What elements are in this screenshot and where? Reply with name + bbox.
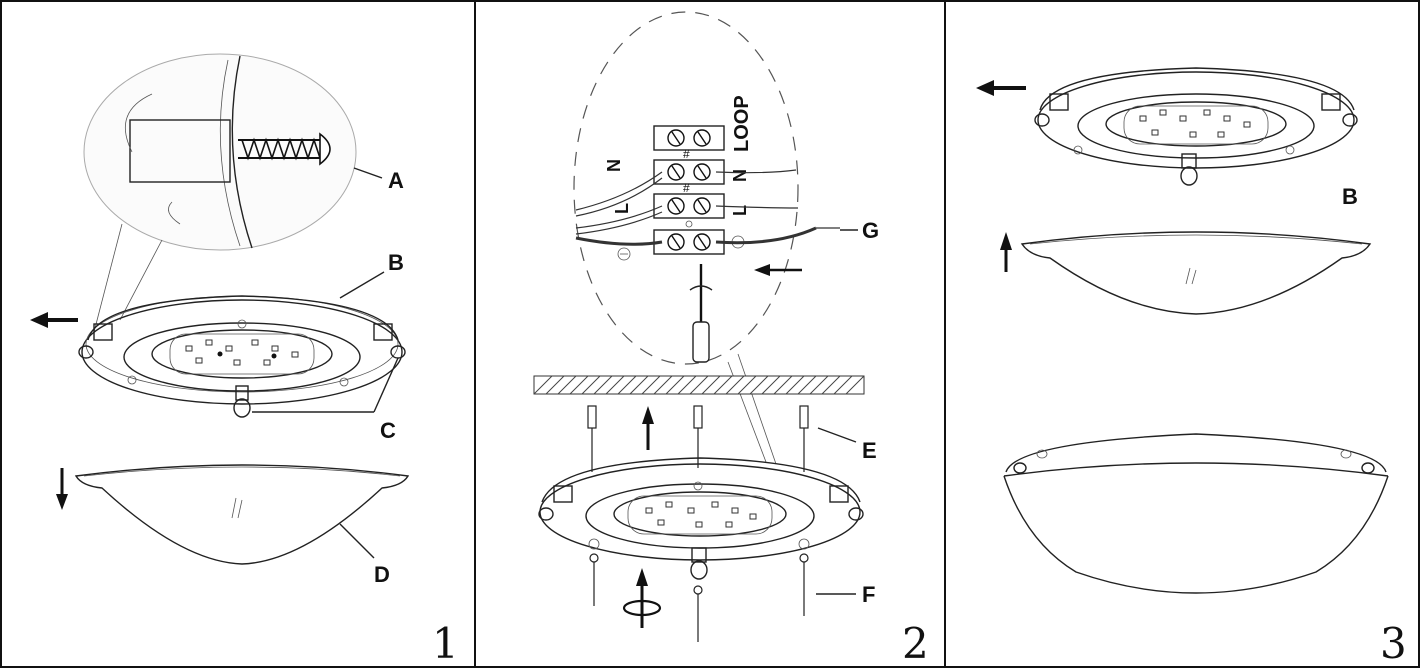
screwdriver-icon [689,264,713,363]
screw-icon [587,405,809,472]
leader-b [339,271,385,299]
wiring-magnifier [573,11,799,365]
screw-icon [589,553,809,642]
step-2-illustration: # # LOOP N L N L G [533,11,929,668]
step-number-3: 3 [1380,619,1407,668]
leader-e [817,427,857,443]
arrow-down-icon [56,468,68,510]
step-number-1: 1 [432,619,459,668]
label-e: E [862,438,877,463]
svg-text:#: # [683,147,690,161]
arrow-left-icon [754,264,802,276]
fixture-base [1034,67,1358,186]
label-g: G [862,218,879,243]
label-l-left: L [612,203,632,214]
fixture-base [78,295,406,418]
arrow-left-icon [976,80,1026,96]
wires [575,169,840,246]
step-2-panel: # # LOOP N L N L G [474,0,946,668]
step-number-2: 2 [902,619,929,668]
label-loop: LOOP [731,95,753,152]
terminal-block: # # [653,125,725,255]
label-n-right: N [730,169,750,182]
label-l-right: L [730,205,750,216]
ceiling [533,375,865,395]
label-b: B [388,250,404,275]
step-3-panel: B 3 [944,0,1420,668]
leader-d [339,523,375,559]
svg-text:#: # [683,181,690,195]
step-1-panel: A B C D 1 [0,0,476,668]
arrow-up-icon [1000,232,1012,272]
arrow-up-icon [642,406,654,450]
label-a: A [388,168,404,193]
assembled-lamp [1003,433,1389,594]
step-1-illustration: A B C D 1 [30,53,459,668]
glass-shade [74,464,410,565]
rotate-icon [622,568,662,628]
label-f: F [862,582,875,607]
label-c: C [380,418,396,443]
label-n-left: N [604,159,624,172]
screw-icon [238,132,331,166]
arrow-left-icon [30,312,78,328]
label-b: B [1342,184,1358,209]
leader-a [353,167,383,179]
fixture-base [538,457,864,580]
step-3-illustration: B 3 [976,67,1407,668]
detail-magnifier [83,53,357,333]
label-d: D [374,562,390,587]
glass-shade [1020,231,1372,315]
